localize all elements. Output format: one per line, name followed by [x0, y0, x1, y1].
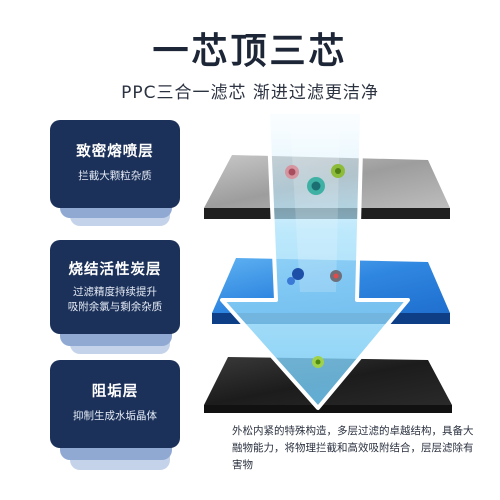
card-body: 烧结活性炭层 过滤精度持续提升 吸附余氯与剩余杂质 [50, 240, 180, 334]
layer-description-line1: 过滤精度持续提升 [73, 286, 157, 298]
layer-name: 致密熔喷层 [76, 144, 154, 160]
layer-description: 抑制生成水垢晶体 [73, 410, 157, 422]
layer-name: 烧结活性炭层 [68, 262, 162, 278]
footer-description: 外松内紧的特殊构造，多层过滤的卓越结构，具备大融物能力，将物理拦截和高效吸附结合… [232, 425, 474, 471]
layer-description: 拦截大颗粒杂质 [78, 170, 152, 182]
layer-name: 阻垢层 [91, 384, 139, 400]
page-title: 一芯顶三芯 [152, 31, 348, 72]
layer-description-line2: 吸附余氯与剩余杂质 [67, 301, 163, 313]
impurity-particles [285, 164, 345, 368]
card-body: 致密熔喷层 拦截大颗粒杂质 [50, 120, 180, 208]
layer-description: 过滤精度持续提升 吸附余氯与剩余杂质 [50, 285, 180, 315]
card-body: 阻垢层 抑制生成水垢晶体 [50, 360, 180, 448]
flow-arrow [220, 110, 410, 410]
page-subtitle: PPC三合一滤芯 渐进过滤更洁净 [121, 83, 379, 103]
